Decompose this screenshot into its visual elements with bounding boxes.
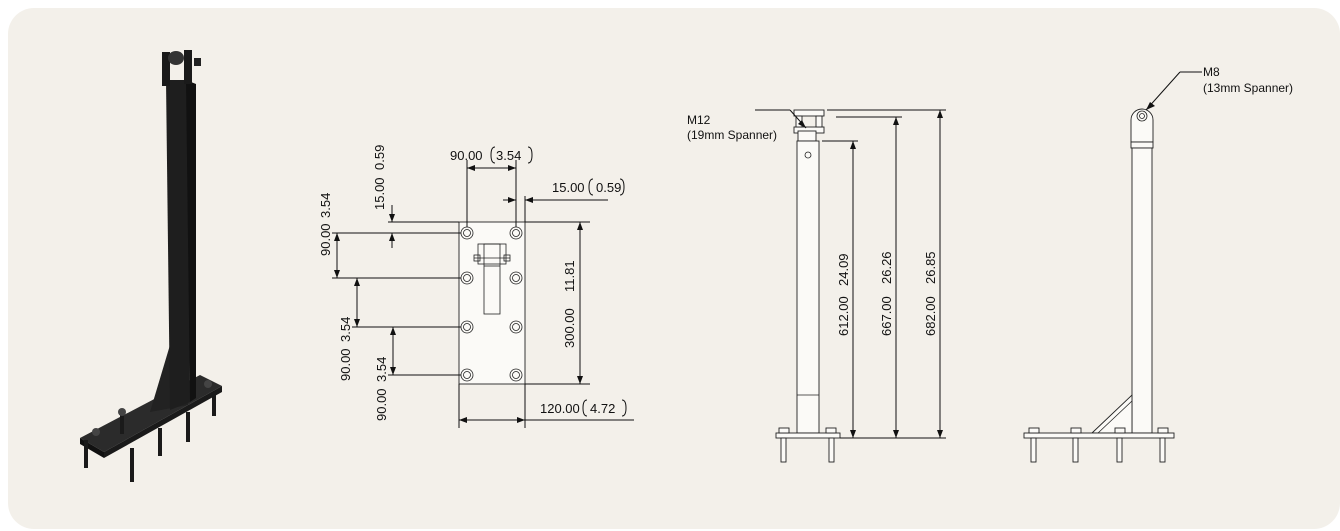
dim-spacing3-mm: 90.00 (374, 388, 389, 421)
m12-callout-line1: M12 (687, 113, 711, 127)
dim-spacing2-in: 3.54 (338, 317, 353, 342)
dim-top-width-in: 3.54 (496, 148, 521, 163)
m12-callout-line2: (19mm Spanner) (687, 128, 777, 142)
dim-h3-mm: 682.00 (923, 296, 938, 336)
dim-height-mm: 300.00 (562, 308, 577, 348)
dim-top-edge-in: 0.59 (372, 145, 387, 170)
dim-h1-in: 24.09 (836, 253, 851, 286)
side-view: M12 (19mm Spanner) 612.00 24.09 667.00 2… (687, 109, 946, 463)
end-view: M8 (13mm Spanner) (1023, 65, 1293, 463)
dim-h2-in: 26.26 (879, 251, 894, 284)
base-plate-outline (458, 221, 526, 385)
dim-top-width-mm: 90.00 (450, 148, 483, 163)
dim-edge-offset-mm: 15.00 (552, 180, 585, 195)
m8-callout-line1: M8 (1203, 65, 1220, 79)
dim-h1-mm: 612.00 (836, 296, 851, 336)
dim-spacing1-in: 3.54 (318, 193, 333, 218)
dim-h2-mm: 667.00 (879, 296, 894, 336)
dim-edge-offset-in: 0.59 (596, 180, 621, 195)
dim-height-in: 11.81 (562, 260, 577, 292)
dim-top-edge-mm: 15.00 (372, 177, 387, 210)
plan-view: 90.00 3.54 15.00 0.59 15.00 0.59 90.00 3… (318, 145, 634, 428)
dim-h3-in: 26.85 (923, 251, 938, 284)
m8-callout-line2: (13mm Spanner) (1203, 81, 1293, 95)
dim-width-in: 4.72 (590, 401, 615, 416)
dim-spacing1-mm: 90.00 (318, 223, 333, 256)
dim-spacing3-in: 3.54 (374, 357, 389, 382)
dim-spacing2-mm: 90.00 (338, 348, 353, 381)
post-3d-render (80, 50, 222, 482)
dim-width-mm: 120.00 (540, 401, 580, 416)
